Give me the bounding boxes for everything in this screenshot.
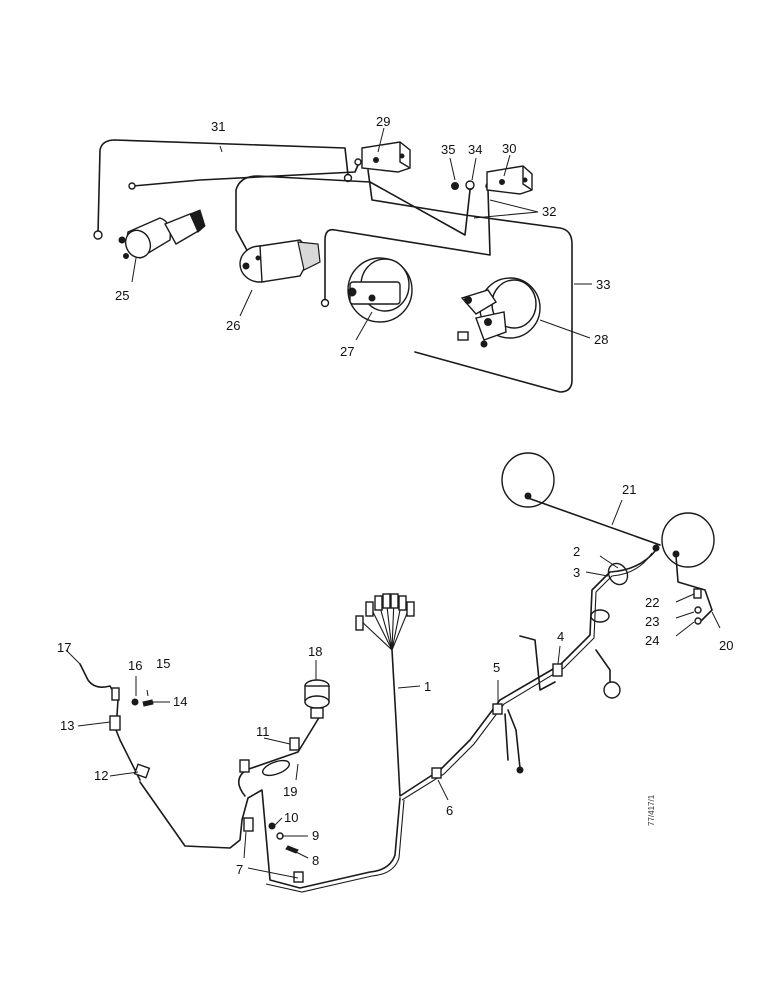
callout-17: 17 (57, 640, 71, 655)
switch-29 (361, 141, 411, 173)
clip-5 (492, 703, 503, 715)
callout-33: 33 (596, 277, 610, 292)
callout-15: 15 (156, 656, 170, 671)
upper-harness (93, 139, 573, 393)
callout-25: 25 (115, 288, 129, 303)
callout-5: 5 (493, 660, 500, 675)
harness-lower-left-inner (265, 799, 405, 893)
callout-31: 31 (211, 119, 225, 134)
leader-lines (65, 127, 721, 879)
callout-labels: 1 2 3 4 5 6 7 8 9 10 11 12 13 14 15 16 1… (57, 114, 733, 877)
nut-35 (451, 182, 459, 190)
clip-12 (133, 763, 151, 779)
callout-32: 32 (542, 204, 556, 219)
callout-10: 10 (284, 810, 298, 825)
callout-12: 12 (94, 768, 108, 783)
callout-4: 4 (557, 629, 564, 644)
terminal-eye (354, 158, 362, 166)
callout-18: 18 (308, 644, 322, 659)
wire-19 (237, 715, 321, 797)
callout-30: 30 (502, 141, 516, 156)
washer-10 (268, 822, 276, 830)
callout-9: 9 (312, 828, 319, 843)
callout-23: 23 (645, 614, 659, 629)
callout-3: 3 (573, 565, 580, 580)
wire-20 (675, 555, 713, 623)
callout-35: 35 (441, 142, 455, 157)
wire-31 (97, 139, 349, 234)
reference-code: 77/417/1 (647, 794, 656, 826)
washer-23 (694, 606, 702, 614)
lamp-right (661, 512, 715, 568)
lamp-left (501, 452, 555, 508)
terminal-eye (128, 182, 136, 190)
sensor (603, 681, 621, 699)
branch-lower-2 (504, 713, 509, 761)
connector (457, 331, 469, 341)
callout-11: 11 (256, 724, 270, 739)
fuse-holder (261, 759, 291, 777)
gauge-28 (457, 277, 541, 348)
washer-16 (131, 698, 139, 706)
callout-2: 2 (573, 544, 580, 559)
harness-lower-left (139, 781, 401, 889)
callout-14: 14 (173, 694, 187, 709)
washer-34 (465, 180, 475, 190)
callout-21: 21 (622, 482, 636, 497)
wire-21 (527, 497, 661, 546)
lower-harness (79, 452, 715, 893)
grommet (590, 609, 610, 623)
connector (111, 687, 120, 701)
harness-main (391, 549, 657, 797)
callout-7: 7 (236, 862, 243, 877)
callout-1: 1 (424, 679, 431, 694)
callout-28: 28 (594, 332, 608, 347)
callout-34: 34 (468, 142, 482, 157)
wire-32a (367, 169, 573, 393)
washer-24 (694, 617, 702, 625)
terminal-eye (320, 298, 330, 308)
switch-26 (239, 239, 321, 283)
branch-lower (507, 709, 521, 769)
callout-13: 13 (60, 718, 74, 733)
connector-bundle-1 (355, 593, 415, 651)
callout-20: 20 (719, 638, 733, 653)
clip-4 (552, 663, 563, 677)
callout-26: 26 (226, 318, 240, 333)
callout-6: 6 (446, 803, 453, 818)
gauge-27 (347, 257, 413, 323)
socket-18 (304, 679, 330, 719)
connector-11b (289, 737, 300, 751)
switch-13 (109, 715, 121, 731)
clip-6 (431, 767, 442, 779)
callout-8: 8 (312, 853, 319, 868)
branch-4 (519, 635, 556, 691)
clip-7 (243, 817, 254, 832)
switch-30 (486, 165, 533, 195)
callout-27: 27 (340, 344, 354, 359)
callout-24: 24 (645, 633, 659, 648)
callout-29: 29 (376, 114, 390, 129)
terminal-22 (693, 588, 702, 599)
wire-17 (79, 663, 141, 781)
callout-19: 19 (283, 784, 297, 799)
ignition-switch-25 (118, 209, 206, 259)
harness-main-inner (401, 552, 653, 801)
wire-to-26 (235, 175, 471, 266)
terminal-eye (93, 230, 103, 240)
callout-22: 22 (645, 595, 659, 610)
callout-16: 16 (128, 658, 142, 673)
connector-11a (239, 759, 250, 773)
screw-14 (142, 699, 154, 707)
wire-32b (324, 189, 491, 301)
wire-upper-b (132, 164, 359, 187)
